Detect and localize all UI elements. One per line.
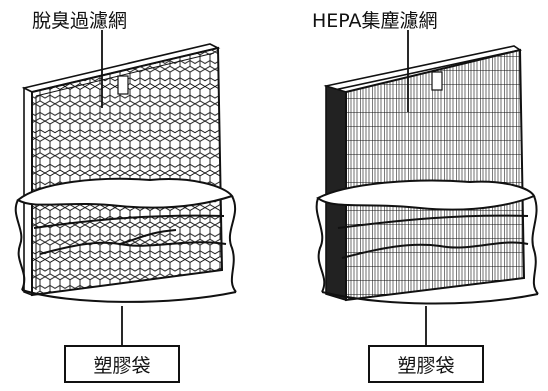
left-bag-label-text: 塑膠袋 [93, 354, 151, 377]
right-bag-label-text: 塑膠袋 [397, 354, 455, 377]
deodorizing-filter-label: 脫臭過濾網 [32, 10, 128, 32]
left-bag-label: 塑膠袋 [64, 345, 180, 383]
right-plastic-bag [315, 179, 539, 305]
hepa-filter [323, 45, 526, 302]
deodorizing-filter [21, 43, 224, 297]
hepa-filter-label: HEPA集塵濾網 [312, 10, 438, 32]
right-bag-label: 塑膠袋 [368, 345, 484, 383]
leader-lines [101, 30, 427, 345]
left-plastic-bag [14, 177, 237, 303]
